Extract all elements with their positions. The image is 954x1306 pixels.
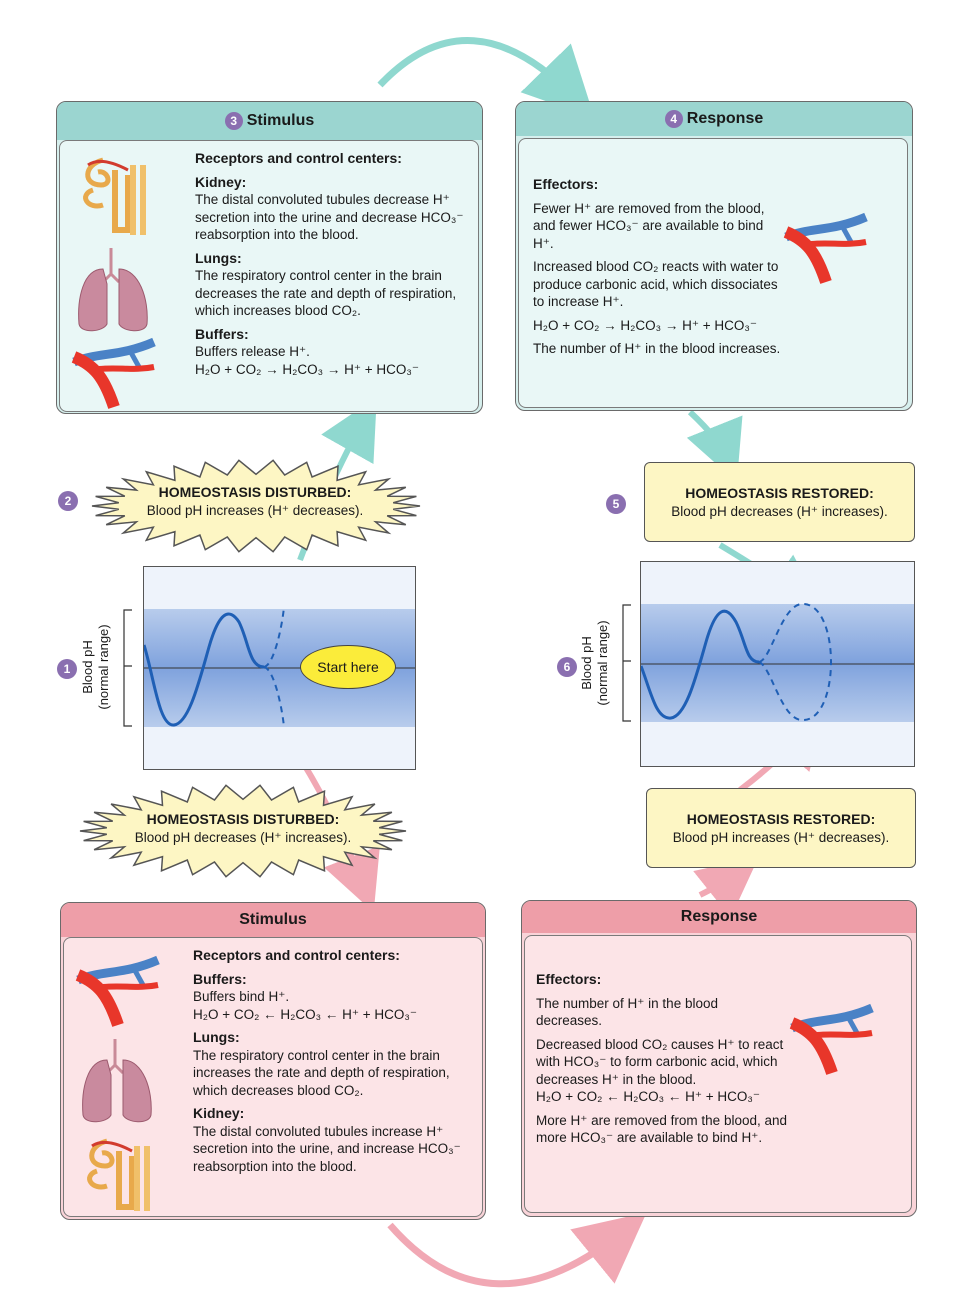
lungs-text-top: The respiratory control center in the br… (195, 268, 457, 318)
receptors-heading-top: Receptors and control centers: (195, 150, 402, 166)
arrow-response-to-restored-bottom (693, 857, 759, 918)
buffers-equation-bottom: H₂O + CO₂ ← H₂CO₃ ← H⁺ + HCO₃⁻ (193, 1006, 417, 1022)
response-title-bottom: Response (680, 908, 758, 925)
blood-vessel-illustration (75, 955, 160, 1027)
step-number-1: 1 (57, 659, 77, 679)
response-para1-bottom: The number of H⁺ in the blood decreases. (536, 995, 718, 1029)
lungs-heading-top: Lungs: (195, 249, 242, 266)
kidney-heading-top: Kidney: (195, 173, 247, 190)
buffers-heading-bottom: Buffers: (193, 970, 247, 987)
response-para3-top: The number of H⁺ in the blood increases. (533, 341, 781, 356)
ph-curve-right (641, 602, 914, 722)
buffers-text-top: Buffers release H⁺. (195, 344, 310, 359)
kidney-nephron-illustration (83, 157, 146, 235)
step-number-5: 5 (606, 494, 626, 514)
receptors-heading-bottom: Receptors and control centers: (193, 947, 400, 963)
axis-label-right-line2: (normal range) (595, 620, 610, 706)
kidney-nephron-illustration (87, 1138, 150, 1211)
response-equation-top: H₂O + CO₂ → H₂CO₃ → H⁺ + HCO₃⁻ (533, 317, 757, 333)
response-equation-bottom: H₂O + CO₂ ← H₂CO₃ ← H⁺ + HCO₃⁻ (536, 1089, 760, 1104)
restored-callout-top: HOMEOSTASIS RESTORED: Blood pH decreases… (644, 462, 915, 542)
lungs-heading-bottom: Lungs: (193, 1029, 240, 1045)
arrow-stimulus-to-response-top (377, 37, 595, 119)
response-para3-bottom: More H⁺ are removed from the blood, and … (536, 1112, 787, 1146)
buffers-equation-top: H₂O + CO₂ → H₂CO₃ → H⁺ + HCO₃⁻ (195, 361, 419, 377)
ph-graph-right (640, 561, 915, 767)
normal-range-bracket-left (123, 609, 132, 727)
arrow-stimulus-to-response-bottom (387, 1212, 647, 1288)
start-here-label: Start here (317, 659, 379, 675)
disturbed-callout-bottom: HOMEOSTASIS DISTURBED: Blood pH decrease… (98, 810, 388, 847)
disturbed-starburst-bottom (79, 784, 407, 878)
normal-range-bracket-right (622, 604, 631, 722)
step-number-3: 3 (224, 111, 243, 130)
stimulus-title-bottom: Stimulus (239, 911, 307, 928)
restored-title-top: HOMEOSTASIS RESTORED: (685, 485, 874, 501)
start-here-marker: Start here (300, 645, 396, 689)
disturbed-starburst-top (91, 459, 421, 553)
restored-title-bottom: HOMEOSTASIS RESTORED: (686, 811, 876, 827)
response-para2-bottom: Decreased blood CO₂ causes H⁺ to react w… (536, 1036, 784, 1087)
lungs-illustration (82, 1039, 152, 1123)
lungs-illustration (78, 248, 148, 332)
effectors-heading-top: Effectors: (533, 176, 599, 192)
step-number-6: 6 (557, 657, 577, 677)
response-text-top: Effectors: Fewer H⁺ are removed from the… (533, 176, 783, 358)
kidney-heading-bottom: Kidney: (193, 1105, 245, 1121)
response-inner-top (518, 138, 908, 408)
axis-label-left-line2: (normal range) (96, 624, 111, 710)
blood-vessel-illustration (789, 1003, 874, 1075)
restored-text-bottom: Blood pH increases (H⁺ decreases). (672, 830, 890, 845)
stimulus-header-bottom: Stimulus (61, 903, 485, 937)
step-number-4: 4 (664, 109, 683, 128)
buffers-text-bottom: Buffers bind H⁺. (193, 989, 290, 1004)
axis-label-left: Blood pH (normal range) (80, 612, 112, 722)
response-inner-bottom (524, 935, 912, 1213)
restored-text-top: Blood pH decreases (H⁺ increases). (671, 504, 888, 519)
axis-label-right-line1: Blood pH (579, 636, 594, 690)
stimulus-panel-bottom: Stimulus Receptors and control centers: … (60, 902, 486, 1220)
effectors-heading-bottom: Effectors: (536, 971, 602, 987)
response-text-bottom: Effectors: The number of H⁺ in the blood… (536, 971, 798, 1147)
response-header-bottom: Response (522, 901, 916, 933)
disturbed-callout-top: HOMEOSTASIS DISTURBED: Blood pH increase… (110, 483, 400, 520)
disturbed-title-bottom: HOMEOSTASIS DISTURBED: (146, 811, 340, 827)
disturbed-text-top: Blood pH increases (H⁺ decreases). (146, 503, 364, 518)
restored-callout-bottom: HOMEOSTASIS RESTORED: Blood pH increases… (646, 788, 916, 868)
blood-vessel-illustration (71, 337, 156, 409)
response-title-top: Response (686, 110, 764, 127)
response-panel-bottom: Response Effectors: The number of H⁺ in … (521, 900, 917, 1217)
axis-label-right: Blood pH (normal range) (579, 608, 611, 718)
ph-graph-left: Start here (143, 566, 416, 770)
response-para2-top: Increased blood CO₂ reacts with water to… (533, 259, 779, 309)
axis-label-left-line1: Blood pH (80, 640, 95, 694)
step-number-2: 2 (58, 491, 78, 511)
arrow-response-to-restored-top (686, 409, 743, 483)
kidney-text-bottom: The distal convoluted tubules increase H… (193, 1123, 461, 1174)
response-para1-top: Fewer H⁺ are removed from the blood, and… (533, 200, 765, 251)
buffers-heading-top: Buffers: (195, 325, 249, 342)
disturbed-title-top: HOMEOSTASIS DISTURBED: (158, 484, 352, 500)
stimulus-text-top: Receptors and control centers: Kidney: T… (195, 150, 475, 378)
blood-vessel-illustration (783, 212, 868, 284)
disturbed-text-bottom: Blood pH decreases (H⁺ increases). (134, 830, 352, 845)
stimulus-title-top: Stimulus (246, 112, 315, 129)
stimulus-text-bottom: Receptors and control centers: Buffers: … (193, 947, 478, 1175)
kidney-text-top: The distal convoluted tubules decrease H… (195, 192, 464, 242)
lungs-text-bottom: The respiratory control center in the br… (193, 1047, 450, 1098)
